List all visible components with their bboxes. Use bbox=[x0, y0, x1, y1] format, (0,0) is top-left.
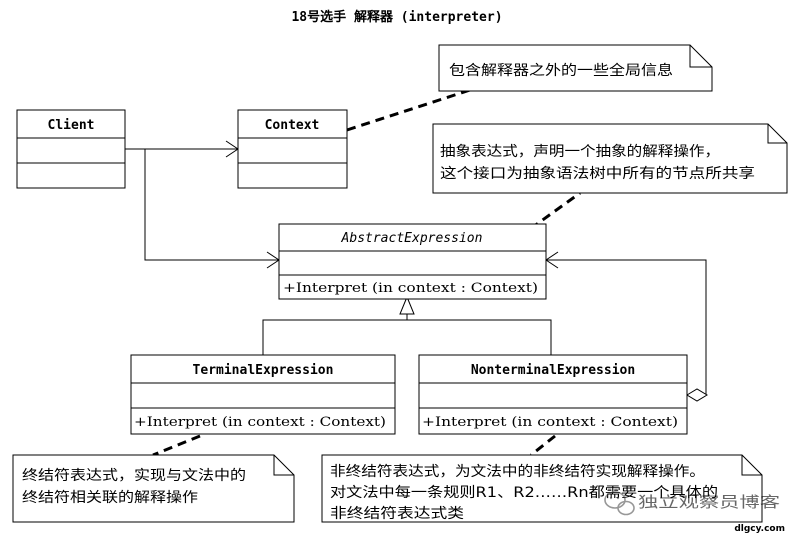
class-nonterminal-operation: +Interpret (in context : Context) bbox=[422, 415, 678, 430]
note-nonterminal-line-2: 对文法中每一条规则R1、R2……Rn都需要一个具体的 bbox=[330, 484, 718, 501]
class-nonterminal-expression bbox=[418, 354, 688, 435]
class-abstract-name: AbstractExpression bbox=[341, 231, 483, 246]
note-abstract-line-1: 抽象表达式，声明一个抽象的解释操作， bbox=[440, 144, 720, 160]
note-context-line-1: 包含解释器之外的一些全局信息 bbox=[449, 62, 673, 79]
class-terminal-expression bbox=[130, 354, 396, 435]
class-context-name: Context bbox=[265, 118, 320, 133]
diagram-title: 18号选手 解释器 (interpreter) bbox=[291, 9, 502, 25]
note-nonterminal bbox=[321, 454, 763, 523]
class-abstract-operation: +Interpret (in context : Context) bbox=[283, 281, 538, 296]
class-context-box bbox=[237, 109, 348, 189]
class-terminal-operation: +Interpret (in context : Context) bbox=[134, 415, 386, 430]
note-context-body bbox=[438, 44, 713, 92]
note-terminal-line-2: 终结符相关联的解释操作 bbox=[22, 490, 198, 506]
generalization-branches bbox=[262, 319, 552, 355]
wechat-icon bbox=[604, 491, 635, 516]
note-context-fold bbox=[689, 45, 712, 68]
note-nonterminal-body bbox=[321, 454, 763, 523]
note-abstract-line-2: 这个接口为抽象语法树中所有的节点所共享 bbox=[440, 165, 755, 182]
anchor-nonterminal-note bbox=[530, 434, 556, 457]
anchor-terminal-note bbox=[152, 434, 201, 457]
note-abstract bbox=[432, 123, 788, 194]
generalization-triangle bbox=[399, 295, 415, 315]
aggregation-diamond bbox=[686, 388, 708, 402]
class-client-name: Client bbox=[48, 118, 95, 133]
note-terminal-line-1: 终结符表达式，实现与文法中的 bbox=[22, 468, 246, 484]
class-context bbox=[237, 109, 348, 189]
class-terminal-name: TerminalExpression bbox=[193, 363, 334, 378]
class-client-box bbox=[16, 109, 126, 189]
class-abstract-box bbox=[278, 223, 547, 300]
note-terminal-body bbox=[12, 454, 295, 523]
anchor-context-note bbox=[346, 88, 471, 132]
note-nonterminal-fold bbox=[741, 455, 762, 476]
note-context bbox=[438, 44, 713, 92]
note-abstract-fold bbox=[767, 124, 787, 144]
note-nonterminal-line-1: 非终结符表达式，为文法中的非终结符实现解释操作。 bbox=[330, 464, 705, 480]
watermark-site: dlgcy.com bbox=[734, 524, 785, 534]
note-terminal bbox=[12, 454, 295, 523]
note-terminal-fold bbox=[273, 455, 294, 476]
note-nonterminal-line-3: 非终结符表达式类 bbox=[330, 506, 464, 522]
connections bbox=[125, 140, 708, 402]
watermark-text: 独立观察员博客 bbox=[638, 493, 780, 511]
class-client bbox=[16, 109, 126, 189]
class-nonterminal-name: NonterminalExpression bbox=[471, 363, 635, 378]
class-nonterminal-box bbox=[418, 354, 688, 435]
class-terminal-box bbox=[130, 354, 396, 435]
class-abstract-expression bbox=[278, 223, 547, 300]
client-abstract-association bbox=[144, 149, 279, 261]
watermark bbox=[604, 491, 635, 516]
note-abstract-body bbox=[432, 123, 788, 194]
